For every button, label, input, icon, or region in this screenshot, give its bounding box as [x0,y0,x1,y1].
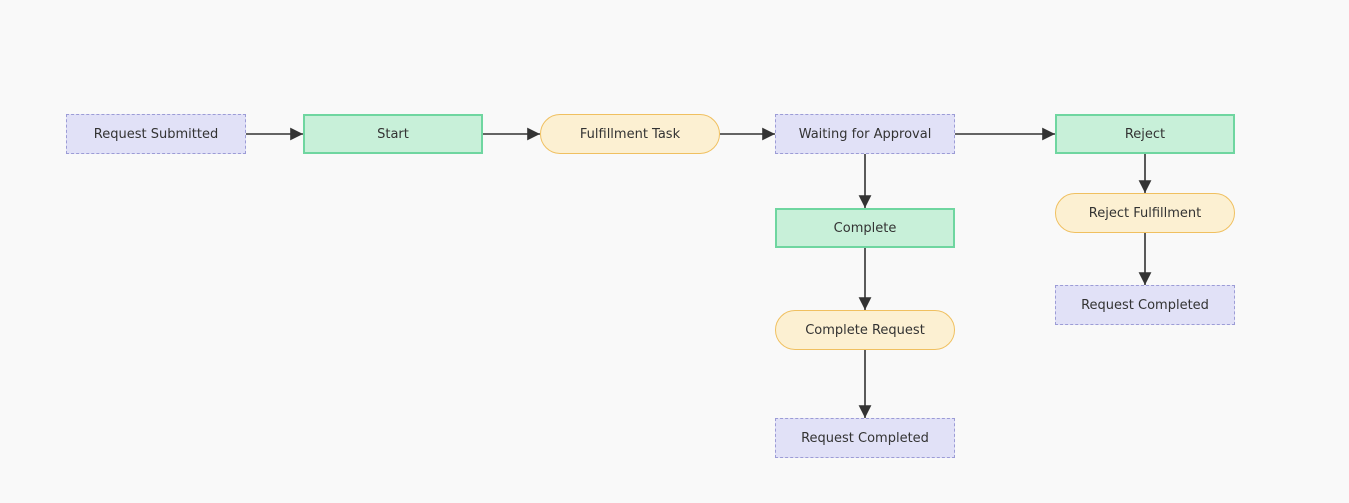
node-fulfillment-task[interactable]: Fulfillment Task [540,114,720,154]
node-complete[interactable]: Complete [775,208,955,248]
node-request-completed-complete[interactable]: Request Completed [775,418,955,458]
node-request-submitted[interactable]: Request Submitted [66,114,246,154]
node-complete-request[interactable]: Complete Request [775,310,955,350]
node-reject-fulfillment[interactable]: Reject Fulfillment [1055,193,1235,233]
node-request-completed-reject[interactable]: Request Completed [1055,285,1235,325]
node-waiting-for-approval[interactable]: Waiting for Approval [775,114,955,154]
node-start[interactable]: Start [303,114,483,154]
node-reject[interactable]: Reject [1055,114,1235,154]
